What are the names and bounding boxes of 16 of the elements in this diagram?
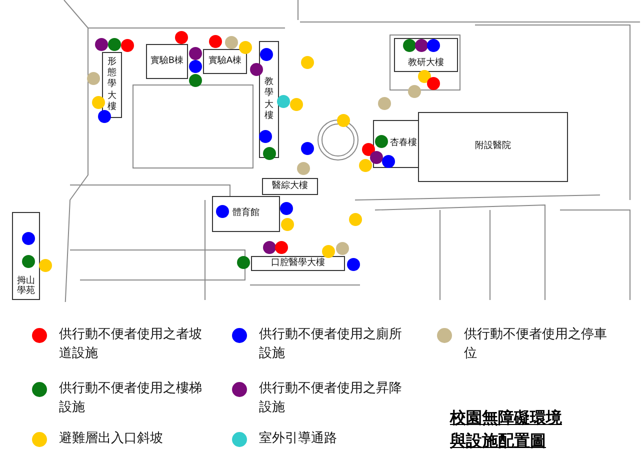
legend-text: 供行動不便者使用之樓梯設施 [59,380,203,417]
building-box: 拇山學苑 [12,212,40,300]
legend-text: 室外引導通路 [259,430,338,448]
building-box: 形態學大樓 [102,52,122,118]
legend-text: 供行動不便者使用之者坡道設施 [59,326,203,363]
building-box: 實驗B棟 [146,44,188,79]
building-box: 口腔醫學大樓 [251,256,345,271]
legend-text: 避難層出入口斜坡 [59,430,164,448]
building-box: 附設醫院 [418,112,568,182]
building-box: 體育館 [212,196,280,232]
map-title: 校園無障礙環境與設施配置圖 [450,407,563,452]
legend-text: 供行動不便者使用之廁所設施 [259,326,403,363]
legend-text: 供行動不便者使用之停車位 [464,326,608,363]
building-box: 實驗A棟 [203,49,247,74]
building-box: 醫綜大樓 [262,178,318,195]
legend-text: 供行動不便者使用之昇降設施 [259,380,403,417]
